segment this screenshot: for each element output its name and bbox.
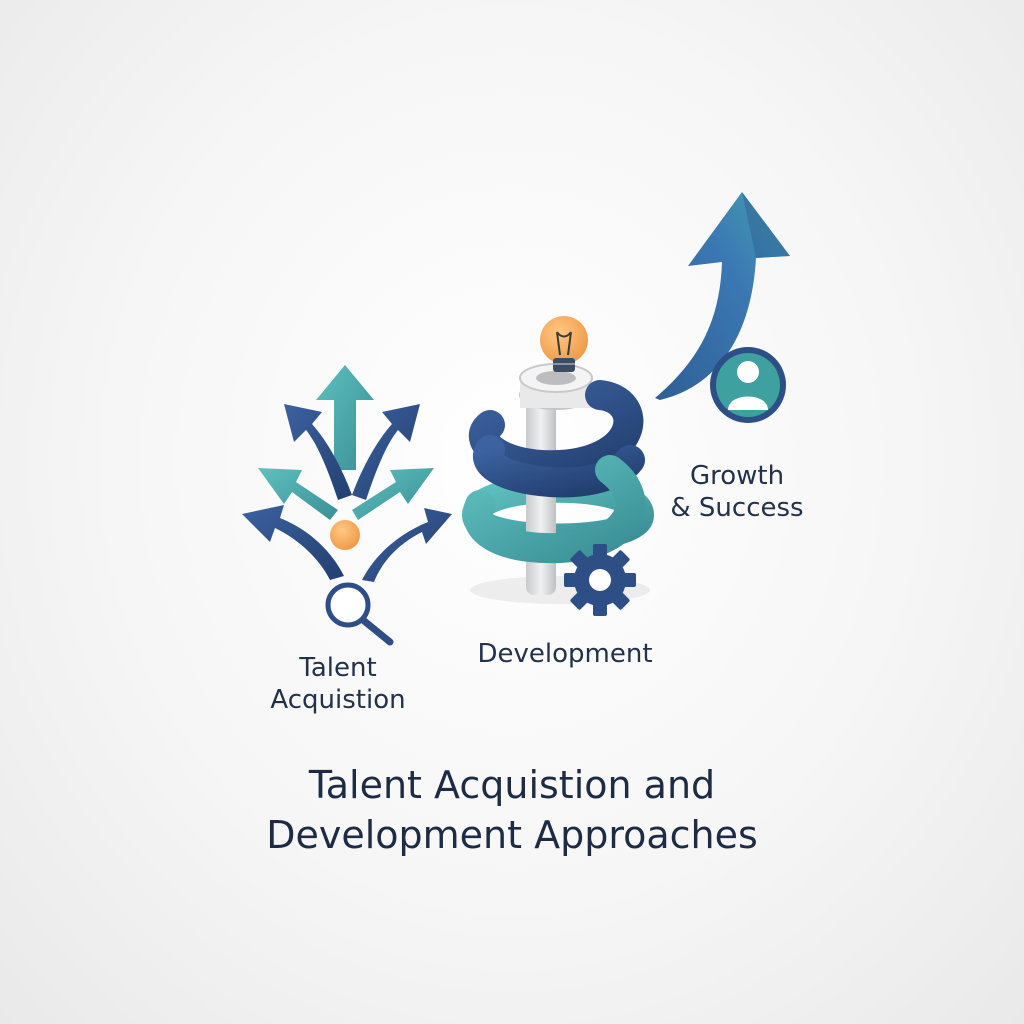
lightbulb-icon <box>540 316 588 372</box>
rising-arrow <box>655 192 790 400</box>
arrow-upper-right-navy <box>352 404 420 500</box>
branching-arrows-icon <box>242 365 452 646</box>
arrow-right-teal <box>352 468 434 520</box>
arrow-up-teal <box>316 365 374 470</box>
diagram-title: Talent Acquistion and Development Approa… <box>266 763 758 857</box>
arrow-lower-left-navy <box>242 505 344 580</box>
arrow-lower-right-navy <box>362 508 452 582</box>
spiral-lightbulb-icon <box>461 316 655 616</box>
rising-arrow-person-icon <box>655 192 790 423</box>
center-dot <box>330 520 360 550</box>
stage-label-growth-success: Growth & Success <box>670 461 804 523</box>
stage-label-talent-acquisition: Talent Acquistion <box>270 653 406 715</box>
gear-icon <box>564 544 636 616</box>
arrow-upper-left-navy <box>284 404 352 500</box>
stage-label-development: Development <box>477 639 653 669</box>
arrow-left-teal <box>258 468 338 520</box>
magnifier-icon <box>325 582 394 646</box>
person-badge-icon <box>710 347 786 423</box>
